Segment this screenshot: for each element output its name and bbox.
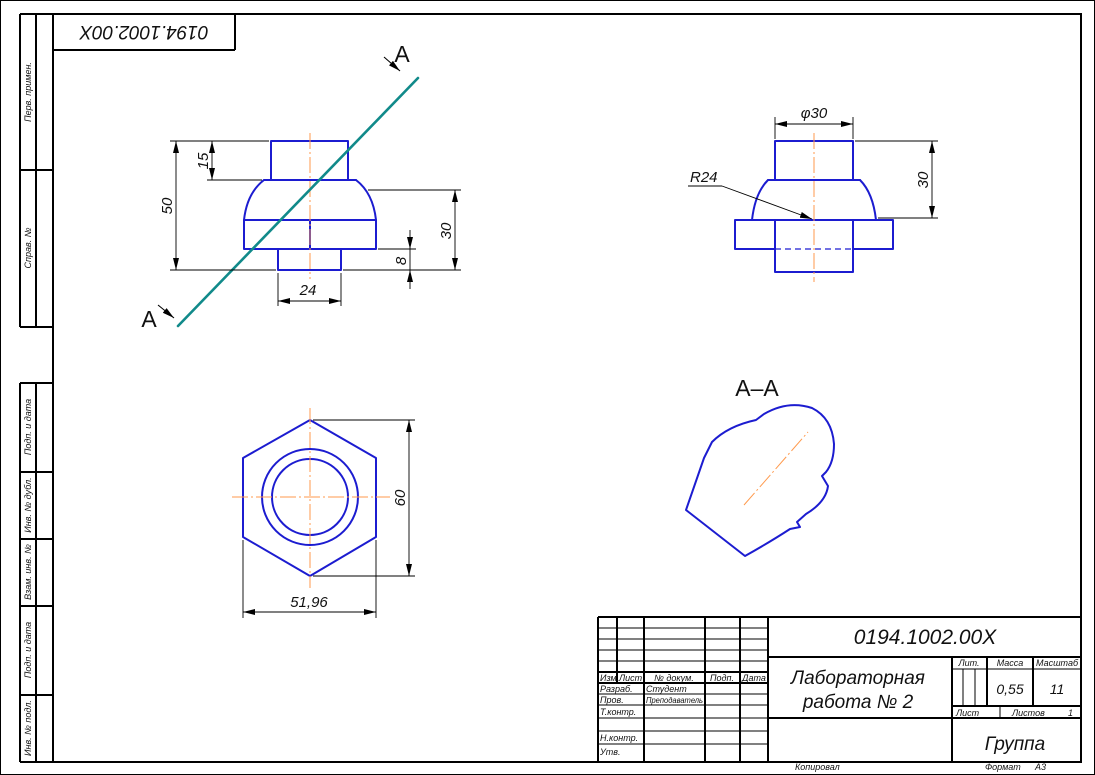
side-label-replacement-no: Взам. инв. № (23, 544, 33, 600)
front-dome-left-arc (243, 179, 265, 221)
name-developed: Студент (646, 684, 687, 694)
header-date: Дата (741, 673, 766, 683)
radius-leader-line (721, 185, 813, 220)
side-label-original-no: Инв. № подл. (23, 700, 33, 756)
dim-body-height: 30 (438, 222, 455, 239)
format-label: Формат (985, 762, 1021, 772)
section-arrow-bottom (157, 304, 175, 319)
role-checked: Пров. (600, 695, 624, 705)
dim-boss-diameter: 24 (299, 282, 317, 299)
side-view: φ30 30 R24 (688, 105, 938, 282)
section-a-a: А–А (685, 375, 835, 557)
inner-frame (52, 13, 1082, 763)
header-sheet: Лист (618, 673, 643, 683)
scale-value: 11 (1050, 681, 1065, 697)
copied-label: Копировал (795, 762, 840, 772)
sheets-label: Листов (1011, 708, 1045, 718)
side-dome-right-arc (859, 179, 877, 221)
side-label-reference-no: Справ. № (23, 227, 33, 268)
title-designation: 0194.1002.00X (854, 626, 997, 649)
section-axis-line (743, 431, 809, 506)
header-doc-no: № докум. (654, 673, 694, 683)
side-dome-left-arc (751, 179, 769, 221)
role-approved: Утв. (599, 747, 620, 757)
mass-value: 0,55 (996, 681, 1023, 697)
role-developed: Разраб. (600, 684, 633, 694)
section-mark-bottom: А (141, 306, 157, 332)
top-view: 60 51,96 (232, 408, 415, 618)
dim-across-flats: 51,96 (290, 594, 328, 611)
sheet-label: Лист (955, 708, 980, 718)
title-name-line2: работа № 2 (802, 692, 914, 713)
dim-cylinder-diameter: φ30 (801, 105, 828, 122)
organization: Группа (985, 734, 1045, 755)
corner-designation: 0194.1002.00X (78, 21, 208, 42)
left-margin-strip: Перв. примен. Справ. № Подп. и дата Инв.… (19, 13, 53, 763)
side-label-first-use: Перв. примен. (23, 62, 33, 122)
dim-sphere-radius: R24 (690, 169, 718, 186)
dim-cylinder-height: 15 (195, 152, 212, 169)
side-label-duplicate-no: Инв. № дубл. (23, 477, 33, 532)
section-mark-top: А (394, 41, 410, 67)
dim-boss-height: 8 (393, 256, 410, 265)
scale-label: Масштаб (1036, 658, 1079, 668)
front-bottom-boss (277, 248, 342, 271)
mass-label: Масса (997, 658, 1024, 668)
sheets-total: 1 (1068, 708, 1073, 718)
dim-across-corners: 60 (392, 489, 409, 506)
format-value: А3 (1034, 762, 1046, 772)
front-view: А А 50 15 30 8 24 (141, 41, 461, 332)
role-tech-control: Т.контр. (600, 707, 636, 717)
dim-total-height: 50 (159, 197, 176, 214)
name-checked: Преподаватель (646, 696, 703, 705)
section-cut-line (176, 76, 420, 328)
side-label-signature-date-2: Подп. и дата (23, 622, 33, 678)
section-arrow-top (383, 56, 401, 72)
section-title: А–А (735, 375, 779, 401)
lit-label: Лит. (957, 658, 979, 668)
title-block: Изм. Лист № докум. Подп. Дата Разраб. Пр… (597, 616, 1081, 762)
section-hatched-area (685, 404, 835, 557)
side-label-signature-date: Подп. и дата (23, 399, 33, 455)
header-change: Изм. (600, 673, 619, 683)
title-name-line1: Лабораторная (789, 668, 925, 689)
header-signature: Подп. (710, 673, 734, 683)
role-norm-control: Н.контр. (600, 733, 638, 743)
dim-side-height: 30 (915, 171, 932, 188)
front-dome-right-arc (355, 179, 377, 221)
